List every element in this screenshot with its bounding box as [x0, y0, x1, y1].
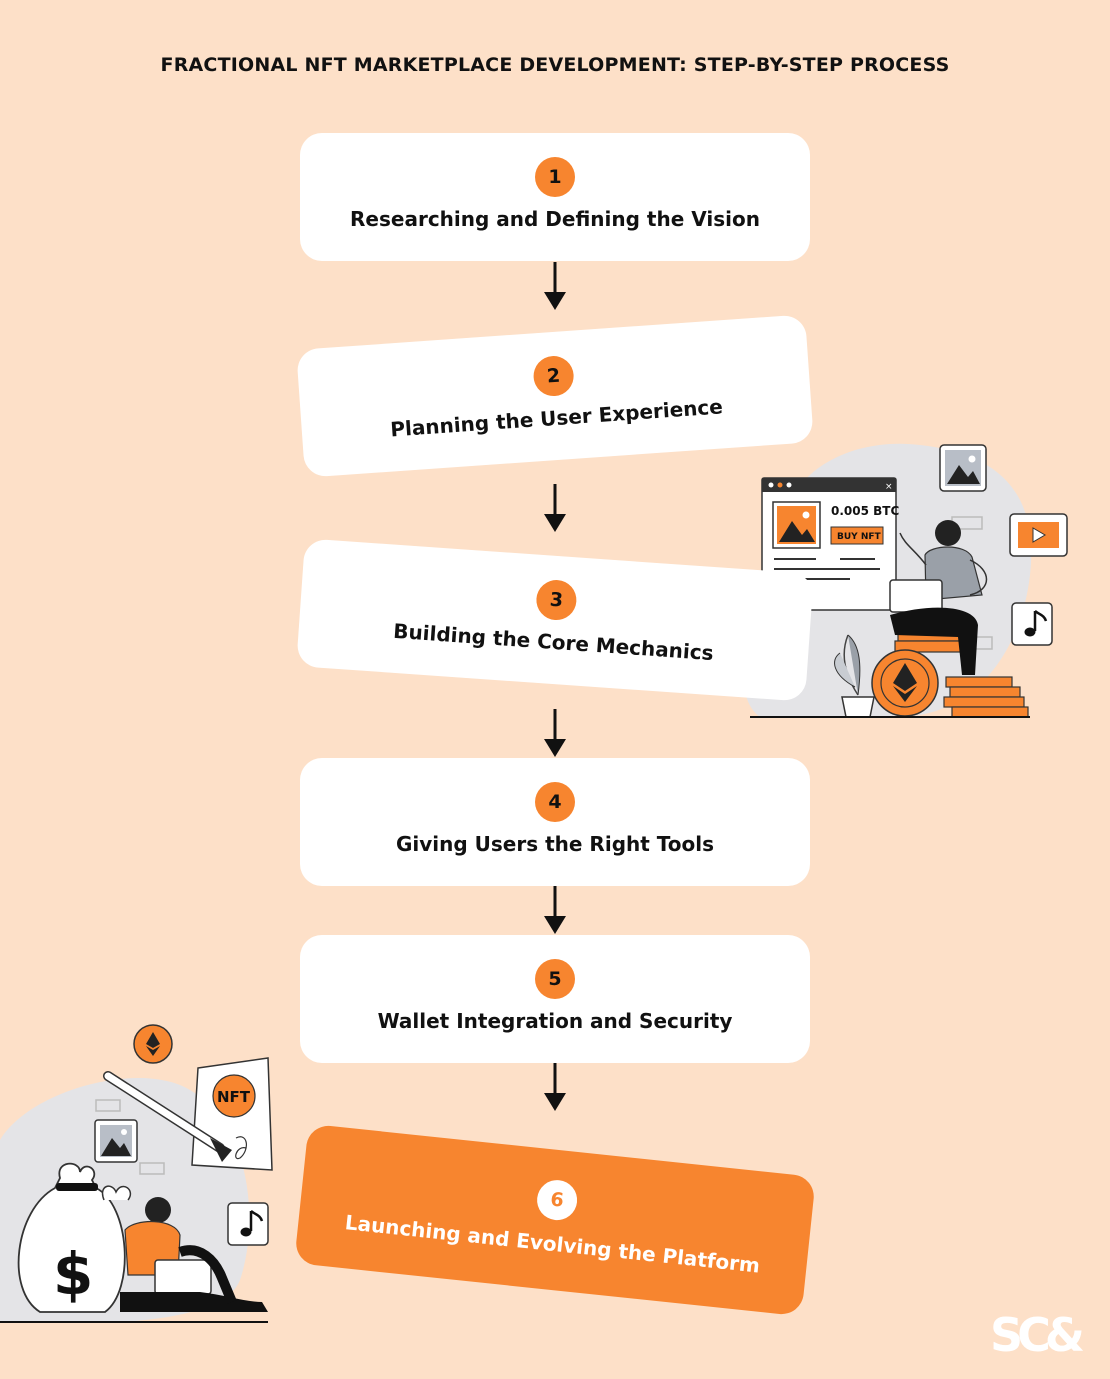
music-note-icon [1011, 602, 1053, 646]
dollar-sign: $ [53, 1240, 93, 1308]
step-number-3: 3 [535, 578, 578, 622]
arrow-down-icon [544, 709, 566, 757]
step-card-1: 1 Researching and Defining the Vision [300, 133, 810, 261]
music-note-icon [227, 1202, 269, 1246]
step-label-5: Wallet Integration and Security [377, 1009, 733, 1033]
nft-badge-icon [212, 1074, 256, 1118]
step-label-1: Researching and Defining the Vision [350, 207, 760, 231]
arrow-down-icon [544, 484, 566, 532]
step-card-4: 4 Giving Users the Right Tools [300, 758, 810, 886]
step-card-6: 6 Launching and Evolving the Platform [294, 1123, 816, 1317]
nft-buyer-illustration: × 0.005 BTC BUY NFT [743, 443, 1068, 718]
arrow-down-icon [544, 886, 566, 934]
arrow-down-icon [544, 1063, 566, 1111]
step-label-4: Giving Users the Right Tools [395, 832, 714, 856]
step-number-2: 2 [532, 354, 575, 398]
step-number-6: 6 [535, 1178, 580, 1223]
page-title: FRACTIONAL NFT MARKETPLACE DEVELOPMENT: … [160, 54, 950, 76]
step-number-1: 1 [535, 157, 575, 197]
logo-text: SC& [990, 1308, 1084, 1362]
buy-nft-button: BUY NFT [837, 532, 881, 542]
step-label-3: Building the Core Mechanics [392, 618, 715, 666]
price-text: 0.005 BTC [831, 504, 899, 518]
brand-logo: SC& [990, 1308, 1090, 1362]
step-card-5: 5 Wallet Integration and Security [300, 935, 810, 1063]
step-number-5: 5 [535, 959, 575, 999]
money-bag-icon [17, 1162, 126, 1313]
svg-text:×: × [885, 482, 893, 492]
step-number-4: 4 [535, 782, 575, 822]
nft-creator-illustration: NFT $ [0, 1024, 273, 1323]
arrow-down-icon [544, 262, 566, 310]
nft-badge-text: NFT [217, 1088, 251, 1106]
